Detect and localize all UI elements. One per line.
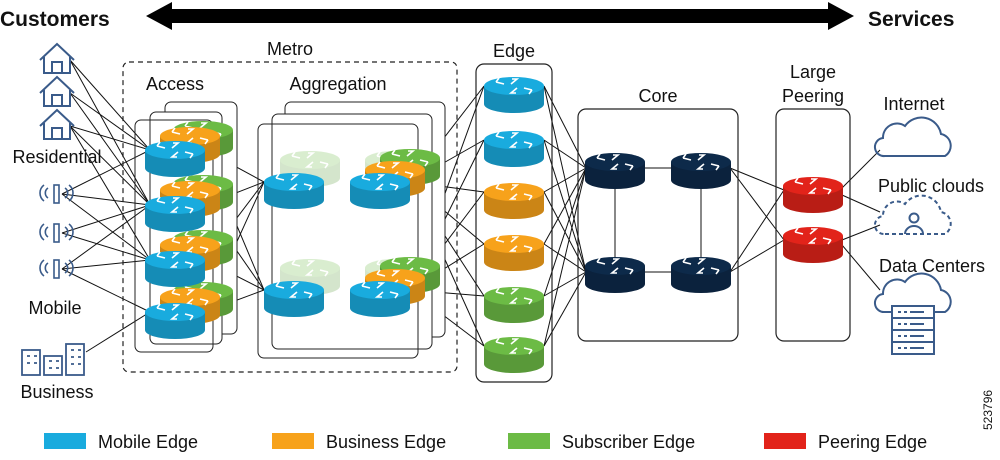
- legend-swatch-subscriber-edge: [508, 433, 550, 449]
- cell-tower-icon: [39, 184, 74, 204]
- network-link: [543, 167, 587, 193]
- legend-swatch-peering-edge: [764, 433, 806, 449]
- cell-tower-icon: [39, 223, 74, 243]
- services-heading: Services: [868, 8, 954, 31]
- network-link: [69, 125, 151, 151]
- network-link: [841, 244, 881, 291]
- core-router: [585, 257, 645, 293]
- access-label: Access: [146, 74, 204, 94]
- legend-label-mobile-edge: Mobile Edge: [98, 432, 198, 452]
- house-icon: [39, 42, 75, 74]
- house-icon: [39, 75, 75, 107]
- customers-heading: Customers: [0, 8, 110, 31]
- peering-region: [775, 108, 851, 342]
- access-router-mobile: [145, 196, 205, 232]
- core-label: Core: [638, 86, 677, 106]
- data-center-icon: [874, 272, 952, 355]
- access-router-mobile: [145, 251, 205, 287]
- peering-label-line2: Peering: [782, 86, 844, 106]
- network-link: [543, 167, 587, 297]
- cloud-icon: [874, 116, 952, 158]
- edge-router: [484, 235, 544, 271]
- mobile-icons: [39, 184, 74, 279]
- aggregation-router-mobile: [350, 281, 410, 317]
- edge-router: [484, 337, 544, 373]
- network-link: [729, 167, 785, 241]
- routers-layer: [145, 77, 843, 373]
- house-icon: [39, 108, 75, 140]
- data-centers-label: Data Centers: [879, 256, 985, 276]
- network-link: [543, 271, 587, 297]
- network-link: [69, 92, 151, 151]
- cell-tower-icon: [39, 259, 74, 279]
- edge-router: [484, 77, 544, 113]
- network-link: [61, 204, 151, 234]
- peering-router: [783, 177, 843, 213]
- legend-swatch-business-edge: [272, 433, 314, 449]
- peering-label-line1: Large: [790, 62, 836, 82]
- legend-swatch-mobile-edge: [44, 433, 86, 449]
- network-link: [841, 194, 881, 213]
- network-link: [543, 85, 587, 273]
- edge-region: [475, 63, 553, 383]
- network-link: [69, 92, 151, 206]
- edge-router: [484, 287, 544, 323]
- legend: Mobile Edge Business Edge Subscriber Edg…: [44, 432, 927, 452]
- core-router: [671, 257, 731, 293]
- access-router-mobile: [145, 141, 205, 177]
- figure-id: 523796: [981, 390, 995, 430]
- network-link: [69, 125, 151, 206]
- network-link: [543, 85, 587, 169]
- residential-icons: [39, 42, 75, 140]
- legend-label-peering-edge: Peering Edge: [818, 432, 927, 452]
- access-router-mobile: [145, 303, 205, 339]
- aggregation-label: Aggregation: [289, 74, 386, 94]
- network-link: [729, 239, 785, 273]
- public-clouds-label: Public clouds: [878, 176, 984, 196]
- network-link: [841, 224, 881, 241]
- network-link: [69, 125, 151, 261]
- business-buildings-icon: [21, 343, 85, 376]
- core-router: [585, 153, 645, 189]
- network-link: [729, 189, 785, 273]
- edge-router: [484, 183, 544, 219]
- aggregation-region: [257, 101, 446, 359]
- customers-services-arrow: [146, 2, 854, 30]
- core-router: [671, 153, 731, 189]
- router-icon-ghost: [280, 259, 340, 295]
- network-link: [61, 259, 151, 270]
- core-region: [577, 108, 739, 342]
- aggregation-router-mobile: [264, 281, 324, 317]
- network-link: [543, 167, 587, 347]
- network-link: [69, 59, 151, 151]
- network-link: [61, 193, 151, 261]
- mobile-label: Mobile: [28, 298, 81, 318]
- aggregation-router-mobile: [350, 173, 410, 209]
- peering-router: [783, 227, 843, 263]
- network-link: [841, 149, 881, 189]
- aggregation-router-mobile: [264, 173, 324, 209]
- residential-label: Residential: [12, 147, 101, 167]
- edge-label: Edge: [493, 41, 535, 61]
- network-link: [543, 271, 587, 347]
- edge-router: [484, 131, 544, 167]
- network-link: [543, 139, 587, 169]
- metro-label: Metro: [267, 39, 313, 59]
- legend-label-business-edge: Business Edge: [326, 432, 446, 452]
- network-link: [85, 311, 151, 353]
- business-label: Business: [20, 382, 93, 402]
- network-link: [543, 167, 587, 245]
- legend-label-subscriber-edge: Subscriber Edge: [562, 432, 695, 452]
- metro-region: [122, 61, 458, 373]
- public-cloud-icon: [874, 194, 952, 236]
- internet-label: Internet: [883, 94, 944, 114]
- network-link: [729, 167, 785, 191]
- network-link: [69, 59, 151, 206]
